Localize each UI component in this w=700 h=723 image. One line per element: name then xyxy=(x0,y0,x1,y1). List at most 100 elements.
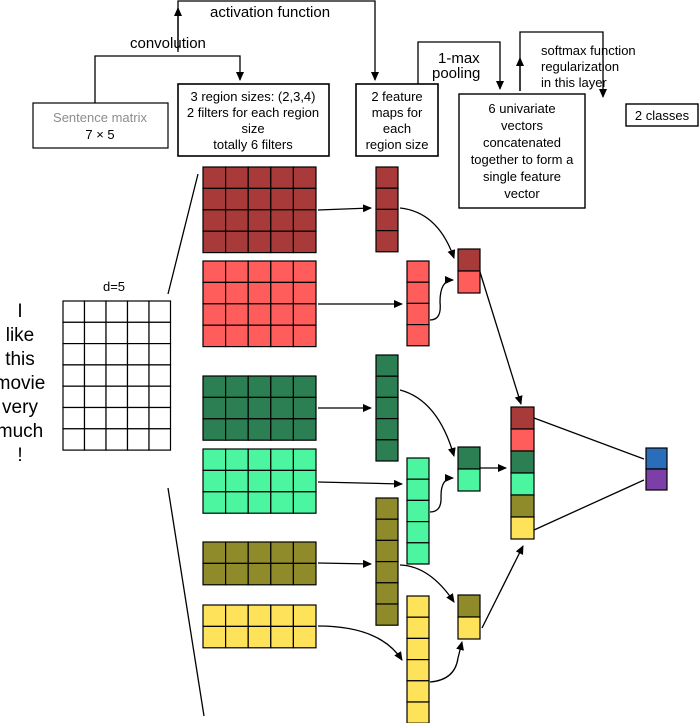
filter-dark-green-cell xyxy=(292,375,317,398)
feature-map-dark-red-cell xyxy=(375,187,399,210)
feature-map-yellow-cell xyxy=(406,701,430,723)
sentence-matrix-grid-cell xyxy=(148,406,172,430)
pooled-red-cell xyxy=(457,248,481,272)
sentence-matrix-grid-cell xyxy=(83,343,107,366)
concat-arrow-3 xyxy=(481,545,524,629)
filter-light-red-cell xyxy=(270,260,294,283)
sentence-matrix-grid-cell xyxy=(148,321,172,345)
pooled-red xyxy=(457,248,481,294)
filter-light-red-cell xyxy=(270,303,294,326)
sentence-matrix-grid-cell xyxy=(83,428,107,451)
sentence-matrix-grid-cell xyxy=(83,321,107,345)
filter-olive-cell xyxy=(247,541,272,564)
feature-map-olive-cell xyxy=(375,560,399,584)
sentence-matrix-grid-cell xyxy=(126,343,150,366)
feature-maps-line-3: each xyxy=(383,121,411,136)
filter-dark-green-cell xyxy=(270,375,294,398)
concat-vector-cell xyxy=(510,450,535,474)
feature-map-light-green xyxy=(406,457,430,565)
filter-dark-green-cell xyxy=(225,418,249,441)
classes-label: 2 classes xyxy=(635,108,690,123)
filter-dark-green-cell xyxy=(270,418,294,441)
filter-olive xyxy=(202,541,317,586)
concat-vector xyxy=(510,406,535,540)
filter-light-red-cell xyxy=(225,260,249,283)
filter-light-green-cell xyxy=(225,491,249,514)
region-sizes-box xyxy=(177,83,330,157)
feature-map-yellow-cell xyxy=(406,680,430,703)
filter-olive-cell xyxy=(225,562,249,586)
connector-lines xyxy=(167,173,645,717)
feature-map-yellow-cell xyxy=(406,637,430,661)
filter-light-red-cell xyxy=(247,260,272,283)
feature-map-olive-cell xyxy=(375,539,399,563)
filter-light-red-cell xyxy=(225,281,249,305)
filter-light-red-cell xyxy=(247,324,272,348)
pooling-label: pooling xyxy=(432,65,480,82)
region-sizes-line-1: 3 region sizes: (2,3,4) xyxy=(190,89,315,104)
filter-dark-red xyxy=(202,166,317,254)
filter-dark-green-cell xyxy=(247,418,272,441)
filter-dark-red-cell xyxy=(247,230,272,254)
sentence-words: I like this movie very much ! xyxy=(0,301,45,466)
feature-map-light-green-cell xyxy=(406,499,430,523)
filter-olive-cell xyxy=(270,541,294,564)
filter-dark-red-cell xyxy=(270,166,294,189)
filter-light-red-cell xyxy=(270,324,294,348)
sentence-matrix-grid-cell xyxy=(126,364,150,387)
sentence-matrix-grid-cell xyxy=(105,343,129,366)
pooled-red-cell xyxy=(457,270,481,294)
conv-arrow-4 xyxy=(317,479,403,488)
pooled-yellow-cell xyxy=(457,616,481,640)
filter-dark-red-cell xyxy=(292,166,317,189)
filter-yellow-cell xyxy=(270,604,294,627)
filter-light-red-cell xyxy=(292,303,317,326)
concat-to-output-top xyxy=(533,417,645,460)
filter-dark-green-cell xyxy=(225,375,249,398)
filter-light-red-cell xyxy=(202,260,227,283)
filter-dark-green-cell xyxy=(270,396,294,420)
filter-dark-red-cell xyxy=(225,187,249,211)
sentence-matrix-grid-cell xyxy=(62,300,86,323)
sentence-matrix-grid-cell xyxy=(105,406,129,430)
softmax-label: softmax function xyxy=(541,43,636,58)
filter-light-green-cell xyxy=(270,491,294,514)
feature-map-olive xyxy=(375,497,399,626)
pool-arrow-1 xyxy=(399,207,456,259)
filter-light-red-cell xyxy=(202,303,227,326)
filter-olive-cell xyxy=(247,562,272,586)
filter-dark-red-cell xyxy=(247,166,272,189)
filter-light-red xyxy=(202,260,317,348)
filter-dark-red-cell xyxy=(225,209,249,232)
filter-dark-red-cell xyxy=(292,209,317,232)
filter-dark-red-cell xyxy=(225,166,249,189)
filter-dark-green-cell xyxy=(225,396,249,420)
filter-dark-red-cell xyxy=(292,187,317,211)
feature-map-olive-cell xyxy=(375,497,399,520)
filter-olive-cell xyxy=(202,562,227,586)
filter-dark-red-cell xyxy=(247,209,272,232)
concat-arrow-1 xyxy=(479,271,523,405)
filter-olive-cell xyxy=(270,562,294,586)
word-exclamation: ! xyxy=(17,445,22,466)
pool-arrow-2 xyxy=(429,276,454,321)
feature-map-light-green-cell xyxy=(406,520,430,544)
sentence-matrix-title: Sentence matrix xyxy=(53,110,147,125)
output-vector-cell xyxy=(645,468,668,491)
sentence-matrix-grid-cell xyxy=(148,343,172,366)
sentence-matrix-grid-cell xyxy=(62,321,86,345)
sentence-matrix-grid-cell xyxy=(148,300,172,323)
filter-olive-cell xyxy=(292,562,317,586)
univariate-box xyxy=(458,93,586,209)
pooled-green-cell xyxy=(457,446,481,470)
one-max-label: 1-max xyxy=(438,50,480,67)
matrix-to-top-filter xyxy=(167,173,199,295)
filter-light-red-cell xyxy=(270,281,294,305)
filter-light-red-cell xyxy=(225,324,249,348)
filter-dark-green-cell xyxy=(247,375,272,398)
concat-vector-cell xyxy=(510,428,535,452)
filter-dark-green-cell xyxy=(202,375,227,398)
filter-dark-green-cell xyxy=(202,418,227,441)
filter-light-green xyxy=(202,448,317,514)
filter-yellow-cell xyxy=(247,625,272,649)
